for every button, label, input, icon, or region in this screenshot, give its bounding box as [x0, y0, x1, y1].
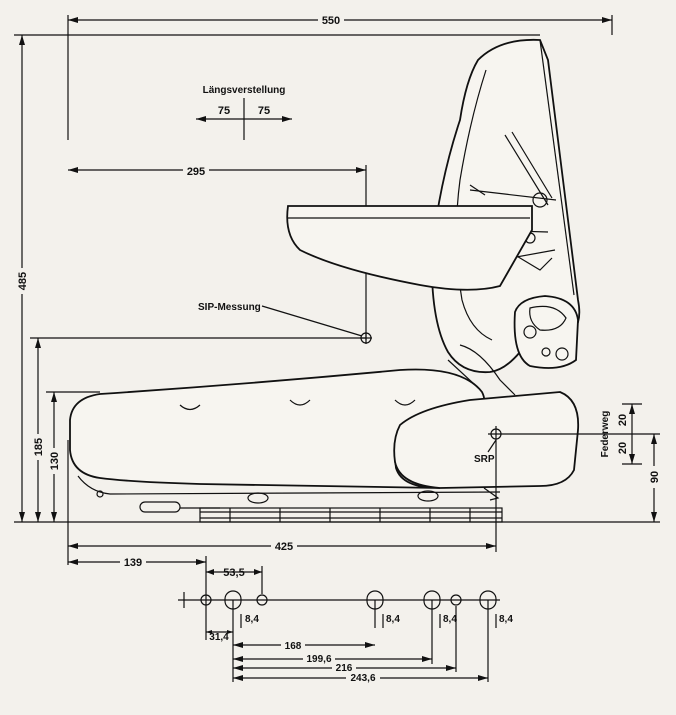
- dim-overall-width-label: 550: [322, 15, 340, 27]
- hole-3: [450, 594, 462, 606]
- slot-3: 8,4: [423, 590, 457, 628]
- dim-243-6-label: 243,6: [350, 673, 375, 684]
- fore-aft-adjustment-title: Längsverstellung: [203, 85, 286, 96]
- rear-cushion: [393, 391, 580, 489]
- dim-length-425-label: 425: [275, 541, 293, 553]
- travel-down-label: 20: [617, 442, 629, 454]
- dim-overall-height: 485: [14, 34, 540, 522]
- sip-label: SIP-Messung: [198, 302, 261, 313]
- dim-31-4-label: 31,4: [209, 632, 229, 643]
- dim-overall-width: 550: [67, 12, 613, 140]
- dim-sip-distance-label: 295: [187, 166, 205, 178]
- dim-199-6-label: 199,6: [306, 654, 331, 665]
- hole-2: [256, 594, 268, 606]
- dim-offset-139: 139: [68, 555, 207, 640]
- dim-height-185-label: 185: [33, 438, 45, 456]
- slot-4: 8,4: [479, 590, 513, 628]
- dim-height-130-label: 130: [49, 452, 61, 470]
- fore-aft-left-label: 75: [218, 105, 230, 117]
- fore-aft-right-label: 75: [258, 105, 270, 117]
- sip-marker: SIP-Messung: [198, 302, 372, 344]
- dim-53-5-label: 53,5: [223, 567, 244, 579]
- slot-4-dia: 8,4: [499, 614, 513, 625]
- slot-2: 8,4: [366, 590, 400, 628]
- federweg-label: Federweg: [600, 411, 611, 458]
- dim-height-130: 130: [46, 391, 100, 522]
- dim-overall-height-label: 485: [17, 272, 29, 290]
- srp-marker: SRP: [474, 426, 660, 465]
- hole-1: [200, 594, 212, 606]
- dim-height-185: 185: [30, 337, 366, 522]
- suspension-travel: 20 20 Federweg: [600, 403, 642, 465]
- dim-length-425: 425: [67, 440, 497, 565]
- dim-offset-139-label: 139: [124, 557, 142, 569]
- srp-label: SRP: [474, 454, 495, 465]
- dim-height-90: 90: [647, 434, 662, 522]
- seat-outline: [69, 38, 581, 495]
- slot-2-dia: 8,4: [386, 614, 400, 625]
- slot-3-dia: 8,4: [443, 614, 457, 625]
- slide-rail: [96, 487, 503, 523]
- dim-216-label: 216: [336, 663, 353, 674]
- slot-1-dia: 8,4: [245, 614, 259, 625]
- travel-up-label: 20: [617, 414, 629, 426]
- dim-168-label: 168: [285, 641, 302, 652]
- dim-height-90-label: 90: [649, 471, 661, 483]
- armrest: [286, 205, 533, 291]
- mounting-hole-pattern: 8,4 8,4 8,4 8,4 53,5 31,4: [178, 566, 513, 684]
- fore-aft-adjustment: Längsverstellung 75 75: [196, 85, 292, 140]
- dim-sip-distance: 295: [68, 163, 367, 340]
- slot-1: 8,4: [224, 590, 259, 628]
